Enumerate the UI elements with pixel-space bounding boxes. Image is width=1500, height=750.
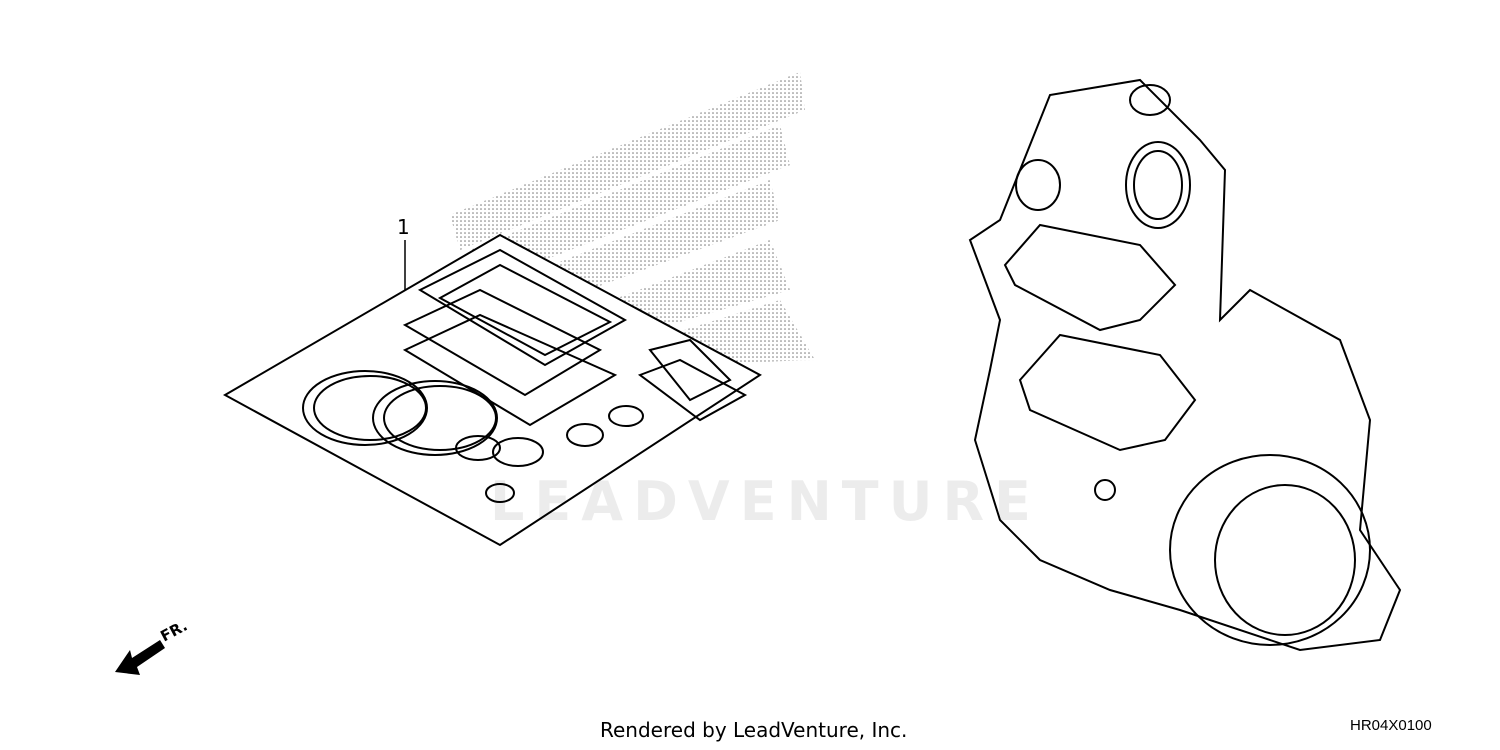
credit-text: Rendered by LeadVenture, Inc. [600, 718, 908, 742]
front-direction-arrow [115, 640, 165, 675]
callout-1[interactable]: 1 [397, 215, 410, 239]
diagram-code: HR04X0100 [1350, 717, 1432, 734]
wing-logo [450, 72, 815, 365]
watermark: LEADVENTURE [490, 470, 1041, 533]
engine-illustration [968, 78, 1402, 652]
gasket-kit [222, 233, 762, 547]
